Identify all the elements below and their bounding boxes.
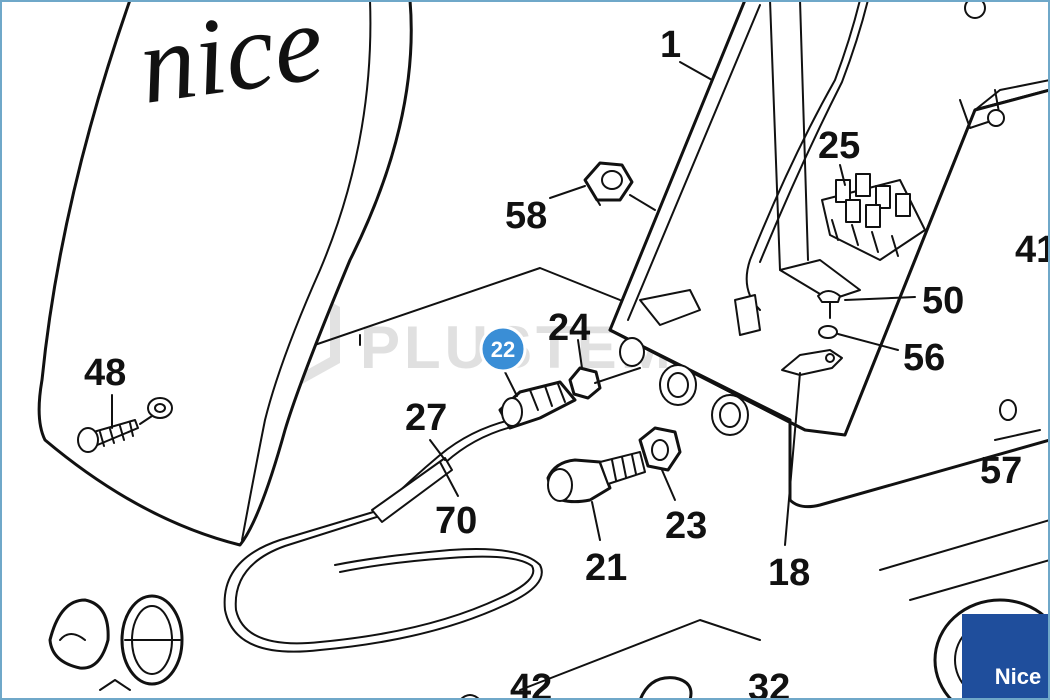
- part-label-56: 56: [903, 337, 945, 379]
- part-label-58: 58: [505, 195, 547, 237]
- part-label-23: 23: [665, 505, 707, 547]
- base-outline: [299, 267, 1050, 691]
- part-label-57: 57: [980, 450, 1022, 492]
- part-label-48: 48: [84, 352, 126, 394]
- bottom-parts: [459, 676, 693, 700]
- control-box: [608, 0, 1050, 509]
- corner-logo: Nice: [962, 614, 1050, 700]
- highlight-badge-label: 22: [491, 337, 515, 362]
- part-label-42: 42: [510, 667, 552, 700]
- part-label-24: 24: [548, 307, 590, 349]
- leader-lines: [679, 61, 1041, 546]
- cable-27: [223, 419, 543, 653]
- part-label-25: 25: [818, 125, 860, 167]
- part-label-50: 50: [922, 280, 964, 322]
- part-label-18: 18: [768, 552, 810, 594]
- lens-caps: [48, 594, 184, 691]
- part-label-41: 41: [1015, 229, 1050, 271]
- cable-gland-21: [546, 426, 682, 541]
- screw-48: [77, 394, 173, 453]
- part-label-32: 32: [748, 667, 790, 700]
- cover-housing: nice: [37, 0, 413, 547]
- part-label-21: 21: [585, 547, 627, 589]
- nut-58: [549, 161, 656, 211]
- cable-gland-22: [498, 339, 641, 430]
- part-label-27: 27: [405, 397, 447, 439]
- terminal-block-25: [821, 173, 926, 261]
- highlight-badge-22[interactable]: 22: [479, 325, 527, 373]
- part-label-1: 1: [660, 24, 681, 66]
- part-labels: 1 25 41 58 50 56 24 48 27 57 70 23 21 18…: [84, 24, 1050, 700]
- part-label-70: 70: [435, 500, 477, 542]
- brand-logo-text: nice: [132, 0, 330, 127]
- corner-logo-text: Nice: [995, 664, 1041, 689]
